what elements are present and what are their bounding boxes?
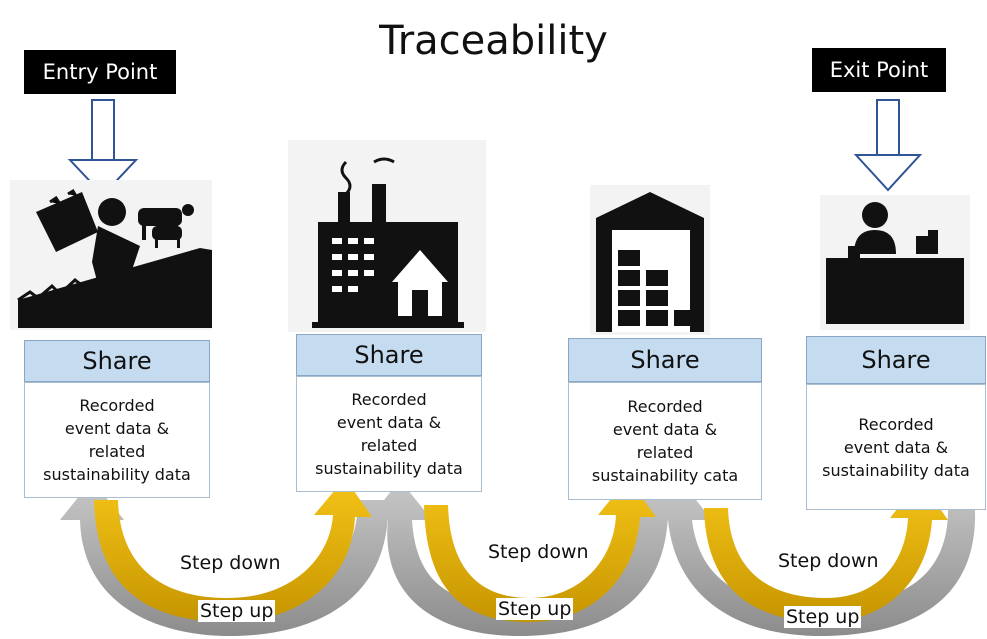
share-text-3: Recorded event data & related sustainabi… bbox=[568, 382, 762, 500]
step-down-arrow-3 bbox=[704, 480, 948, 622]
step-up-label-3: Step up bbox=[784, 606, 862, 628]
share-header-1: Share bbox=[24, 340, 210, 382]
step-down-arrow-1 bbox=[94, 478, 372, 622]
factory-icon bbox=[288, 140, 486, 332]
share-text-2: Recorded event data & related sustainabi… bbox=[296, 376, 482, 492]
warehouse-icon bbox=[590, 185, 710, 335]
farm-icon bbox=[10, 180, 212, 330]
step-down-label-1: Step down bbox=[178, 552, 283, 574]
share-text-1: Recorded event data & related sustainabi… bbox=[24, 382, 210, 498]
share-header-4: Share bbox=[806, 336, 986, 384]
step-up-label-1: Step up bbox=[198, 600, 276, 622]
step-down-arrow-2 bbox=[424, 478, 656, 622]
step-down-label-2: Step down bbox=[486, 541, 591, 563]
share-header-2: Share bbox=[296, 334, 482, 376]
exit-point-label: Exit Point bbox=[812, 48, 946, 92]
exit-arrow-icon bbox=[853, 99, 923, 192]
entry-point-label: Entry Point bbox=[24, 50, 176, 94]
retail-cashier-icon bbox=[820, 195, 970, 330]
share-header-3: Share bbox=[568, 338, 762, 382]
entry-arrow-icon bbox=[67, 99, 139, 197]
diagram-title: Traceability bbox=[379, 18, 608, 64]
step-down-label-3: Step down bbox=[776, 550, 881, 572]
step-up-label-2: Step up bbox=[496, 598, 574, 620]
share-text-4: Recorded event data & sustainability dat… bbox=[806, 384, 986, 510]
